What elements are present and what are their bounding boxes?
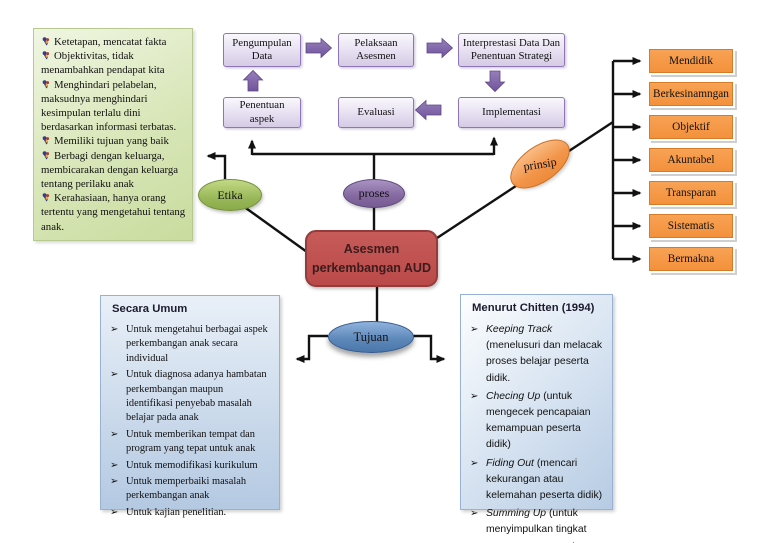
pin-icon — [41, 36, 51, 46]
ethics-panel: Ketetapan, mencatat fakta Objektivitas, … — [33, 28, 193, 241]
flow-box-evaluasi: Evaluasi — [338, 97, 414, 128]
term-description: (untuk menyimpulkan tingkat penguasaan p… — [486, 508, 587, 543]
principle-box-sistematis: Sistematis — [649, 214, 733, 238]
flow-box-pengumpulan-data: Pengumpulan Data — [223, 33, 301, 67]
node-label: prinsip — [522, 153, 558, 174]
node-label: proses — [358, 186, 390, 200]
term-description: (mencari kekurangan atau kelemahan peser… — [486, 457, 603, 502]
principle-box-objektif: Objektif — [649, 115, 733, 139]
list-item: Kerahasiaan, hanya orang tertentu yang m… — [41, 191, 186, 234]
term-text: Fiding Out — [486, 457, 534, 469]
connector-etika-to-center — [242, 205, 308, 253]
ethics-item-text: Menghindari pelabelan, maksudnya menghin… — [41, 78, 177, 134]
term-text: Keeping Track — [486, 324, 553, 335]
general-list: Untuk mengetahui berbagai aspek perkemba… — [110, 323, 272, 521]
list-item: Keeping Track (menelusuri dan melacak pr… — [470, 322, 606, 387]
list-item: Ketetapan, mencatat fakta — [41, 35, 186, 49]
list-item: Checing Up (untuk mengecek pencapaian ke… — [470, 389, 606, 454]
block-arrow-right-icon — [305, 37, 333, 59]
flow-box-implementasi: Implementasi — [458, 97, 565, 128]
center-node-asesmen: Asesmen perkembangan AUD — [305, 230, 438, 287]
node-label: Tujuan — [353, 329, 389, 344]
node-tujuan: Tujuan — [328, 321, 414, 353]
principle-box-bermakna: Bermakna — [649, 247, 733, 271]
chitten-panel-title: Menurut Chitten (1994) — [472, 302, 595, 314]
center-node-line2: perkembangan AUD — [311, 260, 431, 275]
chitten-panel: Menurut Chitten (1994) Keeping Track (me… — [460, 294, 613, 543]
pin-icon — [41, 192, 51, 202]
node-prinsip: prinsip — [501, 129, 579, 199]
ethics-list: Ketetapan, mencatat fakta Objektivitas, … — [41, 35, 186, 234]
list-item: Untuk memodifikasi kurikulum — [110, 459, 272, 474]
ethics-item-text: Objektivitas, tidak menambahkan pendapat… — [41, 50, 165, 77]
ethics-item-text: Kerahasiaan, hanya orang tertentu yang m… — [41, 192, 186, 233]
list-item: Untuk diagnosa adanya hambatan perkemban… — [110, 368, 272, 426]
list-item: Menghindari pelabelan, maksudnya menghin… — [41, 78, 186, 135]
list-item: Untuk memberikan tempat dan program yang… — [110, 428, 272, 457]
block-arrow-left-icon — [414, 99, 442, 121]
general-panel-title: Secara Umum — [112, 303, 188, 315]
list-item: Untuk kajian penelitian. — [110, 506, 272, 521]
term-text: Summing Up — [486, 508, 547, 520]
list-item: Untuk mengetahui berbagai aspek perkemba… — [110, 323, 272, 366]
term-description: (menelusuri dan melacak proses belajar p… — [486, 340, 603, 384]
pin-icon — [41, 150, 51, 160]
ethics-item-text: Memiliki tujuan yang baik — [54, 135, 169, 148]
chitten-list: Keeping Track (menelusuri dan melacak pr… — [470, 322, 606, 543]
block-arrow-right-icon — [426, 37, 454, 59]
principle-box-mendidik: Mendidik — [649, 49, 733, 73]
flow-box-interprestasi: Interprestasi Data Dan Penentuan Strateg… — [458, 33, 565, 67]
principle-box-transparan: Transparan — [649, 181, 733, 205]
list-item: Summing Up (untuk menyimpulkan tingkat p… — [470, 506, 606, 543]
list-item: Objektivitas, tidak menambahkan pendapat… — [41, 49, 186, 77]
node-proses: proses — [343, 179, 405, 208]
principle-box-berkesinamngan: Berkesinamngan — [649, 82, 733, 106]
block-arrow-up-icon — [242, 69, 264, 92]
block-arrow-down-icon — [484, 70, 506, 93]
connector-tujuan-to-general — [295, 334, 328, 363]
list-item: Memiliki tujuan yang baik — [41, 134, 186, 148]
pin-icon — [41, 79, 51, 89]
connector-tujuan-to-chitten — [413, 334, 446, 363]
principle-box-akuntabel: Akuntabel — [649, 148, 733, 172]
list-item: Fiding Out (mencari kekurangan atau kele… — [470, 456, 606, 505]
list-item: Berbagi dengan keluarga, membicarakan de… — [41, 149, 186, 192]
flow-box-penentuan-aspek: Penentuan aspek — [223, 97, 301, 128]
connector-etika-to-ethics-panel — [206, 152, 227, 179]
center-node-line1: Asesmen — [343, 241, 400, 256]
node-etika: Etika — [198, 179, 262, 211]
pin-icon — [41, 50, 51, 60]
flow-box-pelaksaan-asesmen: Pelaksaan Asesmen — [338, 33, 414, 67]
ethics-item-text: Ketetapan, mencatat fakta — [54, 36, 167, 48]
term-description: (untuk mengecek pencapaian kemampuan pes… — [486, 390, 591, 451]
list-item: Untuk memperbaiki masalah perkembangan a… — [110, 475, 272, 504]
node-label: Etika — [217, 187, 243, 202]
pin-icon — [41, 135, 51, 145]
term-text: Checing Up — [486, 390, 541, 402]
general-panel: Secara Umum Untuk mengetahui berbagai as… — [100, 295, 280, 521]
ethics-item-text: Berbagi dengan keluarga, membicarakan de… — [41, 149, 179, 191]
